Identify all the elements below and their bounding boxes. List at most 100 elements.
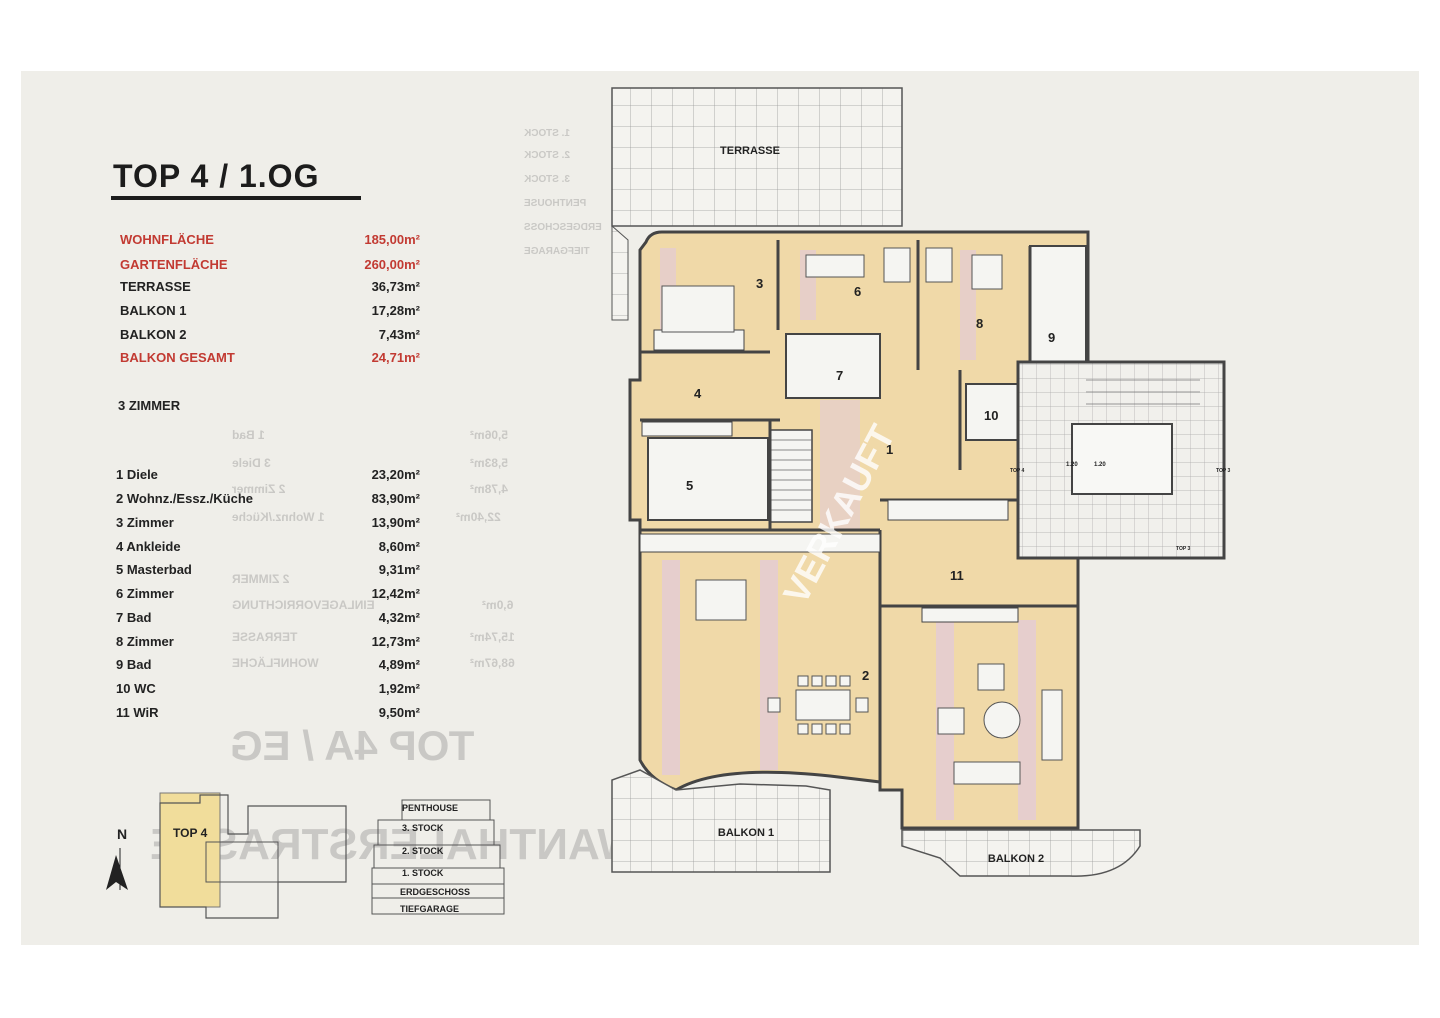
armchair bbox=[937, 707, 965, 735]
room-number: 9 bbox=[1048, 330, 1055, 345]
room-label: 7 Bad bbox=[116, 610, 152, 625]
area-row: BALKON 1 17,28m² bbox=[120, 303, 420, 318]
desk-6 bbox=[805, 254, 865, 278]
room-value: 8,60m² bbox=[378, 539, 420, 554]
staircase bbox=[769, 429, 813, 523]
keyplan-label: TOP 4 bbox=[173, 826, 208, 840]
floor-label: TIEFGARAGE bbox=[400, 904, 460, 914]
area-value: 17,28m² bbox=[371, 303, 420, 318]
wardrobe-strip bbox=[653, 329, 745, 351]
room-number: 6 bbox=[854, 284, 861, 299]
floor-label: 3. STOCK bbox=[402, 823, 444, 833]
area-value: 36,73m² bbox=[371, 279, 420, 294]
floor-stripe bbox=[1018, 620, 1036, 820]
area-label: BALKON 1 bbox=[120, 303, 187, 318]
room-value: 12,42m² bbox=[371, 586, 420, 601]
door-tag: TOP 3 bbox=[1216, 468, 1230, 474]
terrace-side bbox=[611, 224, 629, 321]
room-value: 83,90m² bbox=[371, 491, 420, 506]
page-title: TOP 4 / 1.OG bbox=[113, 158, 320, 194]
elevator-shaft bbox=[1071, 423, 1173, 495]
area-label: BALKON 2 bbox=[120, 327, 187, 342]
room-number: 5 bbox=[686, 478, 693, 493]
room-row: 5 Masterbad 9,31m² bbox=[116, 562, 420, 577]
room-label: 3 Zimmer bbox=[116, 515, 174, 530]
room-label: 9 Bad bbox=[116, 657, 152, 672]
room-label: 4 Ankleide bbox=[116, 539, 181, 554]
area-value: 24,71m² bbox=[371, 350, 420, 365]
door-tag: TOP 3 bbox=[1176, 546, 1190, 552]
room-value: 4,32m² bbox=[378, 610, 420, 625]
kitchen-island-strip bbox=[921, 607, 1019, 623]
area-row: TERRASSE 36,73m² bbox=[120, 279, 420, 294]
sofa-side bbox=[1041, 689, 1063, 761]
room-row: 8 Zimmer 12,73m² bbox=[116, 634, 420, 649]
room-value: 4,89m² bbox=[378, 657, 420, 672]
room-value: 9,31m² bbox=[378, 562, 420, 577]
coffee-table bbox=[983, 701, 1021, 739]
room-row: 9 Bad 4,89m² bbox=[116, 657, 420, 672]
room-row: 7 Bad 4,32m² bbox=[116, 610, 420, 625]
kitchen-counter bbox=[639, 533, 881, 553]
balkon-1-area bbox=[611, 769, 831, 873]
title-underline bbox=[111, 196, 361, 200]
room-row: 2 Wohnz./Essz./Küche 83,90m² bbox=[116, 491, 420, 506]
balkon-2-label: BALKON 2 bbox=[988, 853, 1044, 865]
room-label: 6 Zimmer bbox=[116, 586, 174, 601]
room-bad-9 bbox=[1029, 245, 1087, 363]
floor-label: 1. STOCK bbox=[402, 868, 444, 878]
room-label: 5 Masterbad bbox=[116, 562, 192, 577]
area-label: GARTENFLÄCHE bbox=[120, 257, 228, 272]
room-number: 8 bbox=[976, 316, 983, 331]
dining-table bbox=[795, 689, 851, 721]
room-value: 13,90m² bbox=[371, 515, 420, 530]
area-row: GARTENFLÄCHE 260,00m² bbox=[120, 257, 420, 272]
area-value: 185,00m² bbox=[364, 232, 420, 247]
room-label: 2 Wohnz./Essz./Küche bbox=[116, 491, 254, 506]
dimension-label: 1.20 bbox=[1094, 462, 1106, 468]
room-label: 1 Diele bbox=[116, 467, 158, 482]
area-value: 7,43m² bbox=[378, 327, 420, 342]
room-number: 1 bbox=[886, 442, 893, 457]
room-number: 10 bbox=[984, 408, 998, 423]
room-label: 8 Zimmer bbox=[116, 634, 174, 649]
wardrobe-6 bbox=[883, 247, 911, 283]
area-label: WOHNFLÄCHE bbox=[120, 232, 214, 247]
area-row: BALKON GESAMT 24,71m² bbox=[120, 350, 420, 365]
desk-8 bbox=[971, 254, 1003, 290]
room-value: 12,73m² bbox=[371, 634, 420, 649]
room-count: 3 ZIMMER bbox=[118, 398, 181, 413]
stair-steps-common bbox=[1086, 379, 1200, 405]
armchair bbox=[977, 663, 1005, 691]
room-row: 1 Diele 23,20m² bbox=[116, 467, 420, 482]
room-masterbad bbox=[647, 437, 769, 521]
area-label: TERRASSE bbox=[120, 279, 191, 294]
kitchen-island bbox=[695, 579, 747, 621]
north-label: N bbox=[117, 826, 128, 842]
room-row: 3 Zimmer 13,90m² bbox=[116, 515, 420, 530]
floor-label: ERDGESCHOSS bbox=[400, 887, 471, 897]
sofa bbox=[953, 761, 1021, 785]
room-row: 6 Zimmer 12,42m² bbox=[116, 586, 420, 601]
floor-label: 2. STOCK bbox=[402, 846, 444, 856]
room-value: 23,20m² bbox=[371, 467, 420, 482]
bed-3 bbox=[661, 285, 735, 333]
terrace-area bbox=[611, 87, 903, 227]
room-number: 7 bbox=[836, 368, 843, 383]
terrace-label: TERRASSE bbox=[720, 145, 780, 157]
room-number: 11 bbox=[950, 568, 964, 583]
room-row: 11 WiR 9,50m² bbox=[116, 705, 420, 720]
area-value: 260,00m² bbox=[364, 257, 420, 272]
wardrobe-strip bbox=[887, 499, 1009, 521]
floor-label: PENTHOUSE bbox=[402, 803, 459, 813]
floor-stripe bbox=[820, 400, 860, 530]
area-row: WOHNFLÄCHE 185,00m² bbox=[120, 232, 420, 247]
room-wc-10 bbox=[965, 383, 1019, 441]
dimension-label: 1.20 bbox=[1066, 462, 1078, 468]
room-number: 4 bbox=[694, 386, 702, 401]
wardrobe-8 bbox=[925, 247, 953, 283]
room-number: 2 bbox=[862, 668, 869, 683]
area-row: BALKON 2 7,43m² bbox=[120, 327, 420, 342]
balkon-1-label: BALKON 1 bbox=[718, 827, 774, 839]
